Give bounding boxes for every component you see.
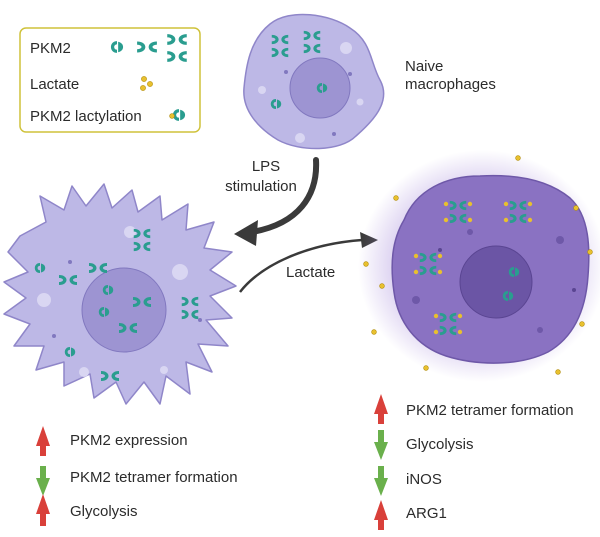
legend-frame [19,27,201,133]
down-arrow-icon [36,466,50,496]
lps-activated-macrophage-cell [3,183,237,405]
up-arrow-icon [374,394,388,424]
left-effect-2: PKM2 tetramer formation [70,469,238,486]
right-effect-2: Glycolysis [406,436,474,453]
left-effect-3: Glycolysis [70,503,138,520]
lactylated-macrophage-cell [391,174,590,364]
up-arrow-icon [36,494,50,526]
legend-lactate-label: Lactate [30,76,80,93]
lactate-icon [140,76,153,91]
naive-label-line2: macrophages [405,76,496,93]
lactylated-tetramer [413,252,443,276]
extracellular-lactate [363,155,593,375]
lactylated-tetramer [433,312,463,336]
right-effect-1: PKM2 tetramer formation [406,402,574,419]
lps-label-line1: LPS [251,158,281,175]
down-arrow-icon [374,466,388,496]
legend-pkm2-lactylation-label: PKM2 lactylation [30,108,142,125]
lactylated-tetramer [443,200,473,224]
right-effect-4: ARG1 [406,505,447,522]
lactate-arrow-label: Lactate [286,264,336,281]
lps-stimulation-arrow [249,157,320,235]
lactylated-tetramer [503,200,533,224]
legend-pkm2-label: PKM2 [30,40,71,57]
lactate-arrow [239,238,363,293]
pkm2-lactylation-icon [169,109,186,121]
right-effect-arrows [374,394,388,530]
down-arrow-icon [374,430,388,460]
left-effect-arrows [36,426,50,526]
naive-label-line1: Naive [405,58,444,75]
up-arrow-icon [374,500,388,530]
lps-label-line2: stimulation [225,178,297,195]
right-effect-3: iNOS [406,471,442,488]
naive-macrophage-cell [243,13,385,150]
left-effect-1: PKM2 expression [70,432,188,449]
lps-arrowhead [234,220,258,246]
up-arrow-icon [36,426,50,456]
